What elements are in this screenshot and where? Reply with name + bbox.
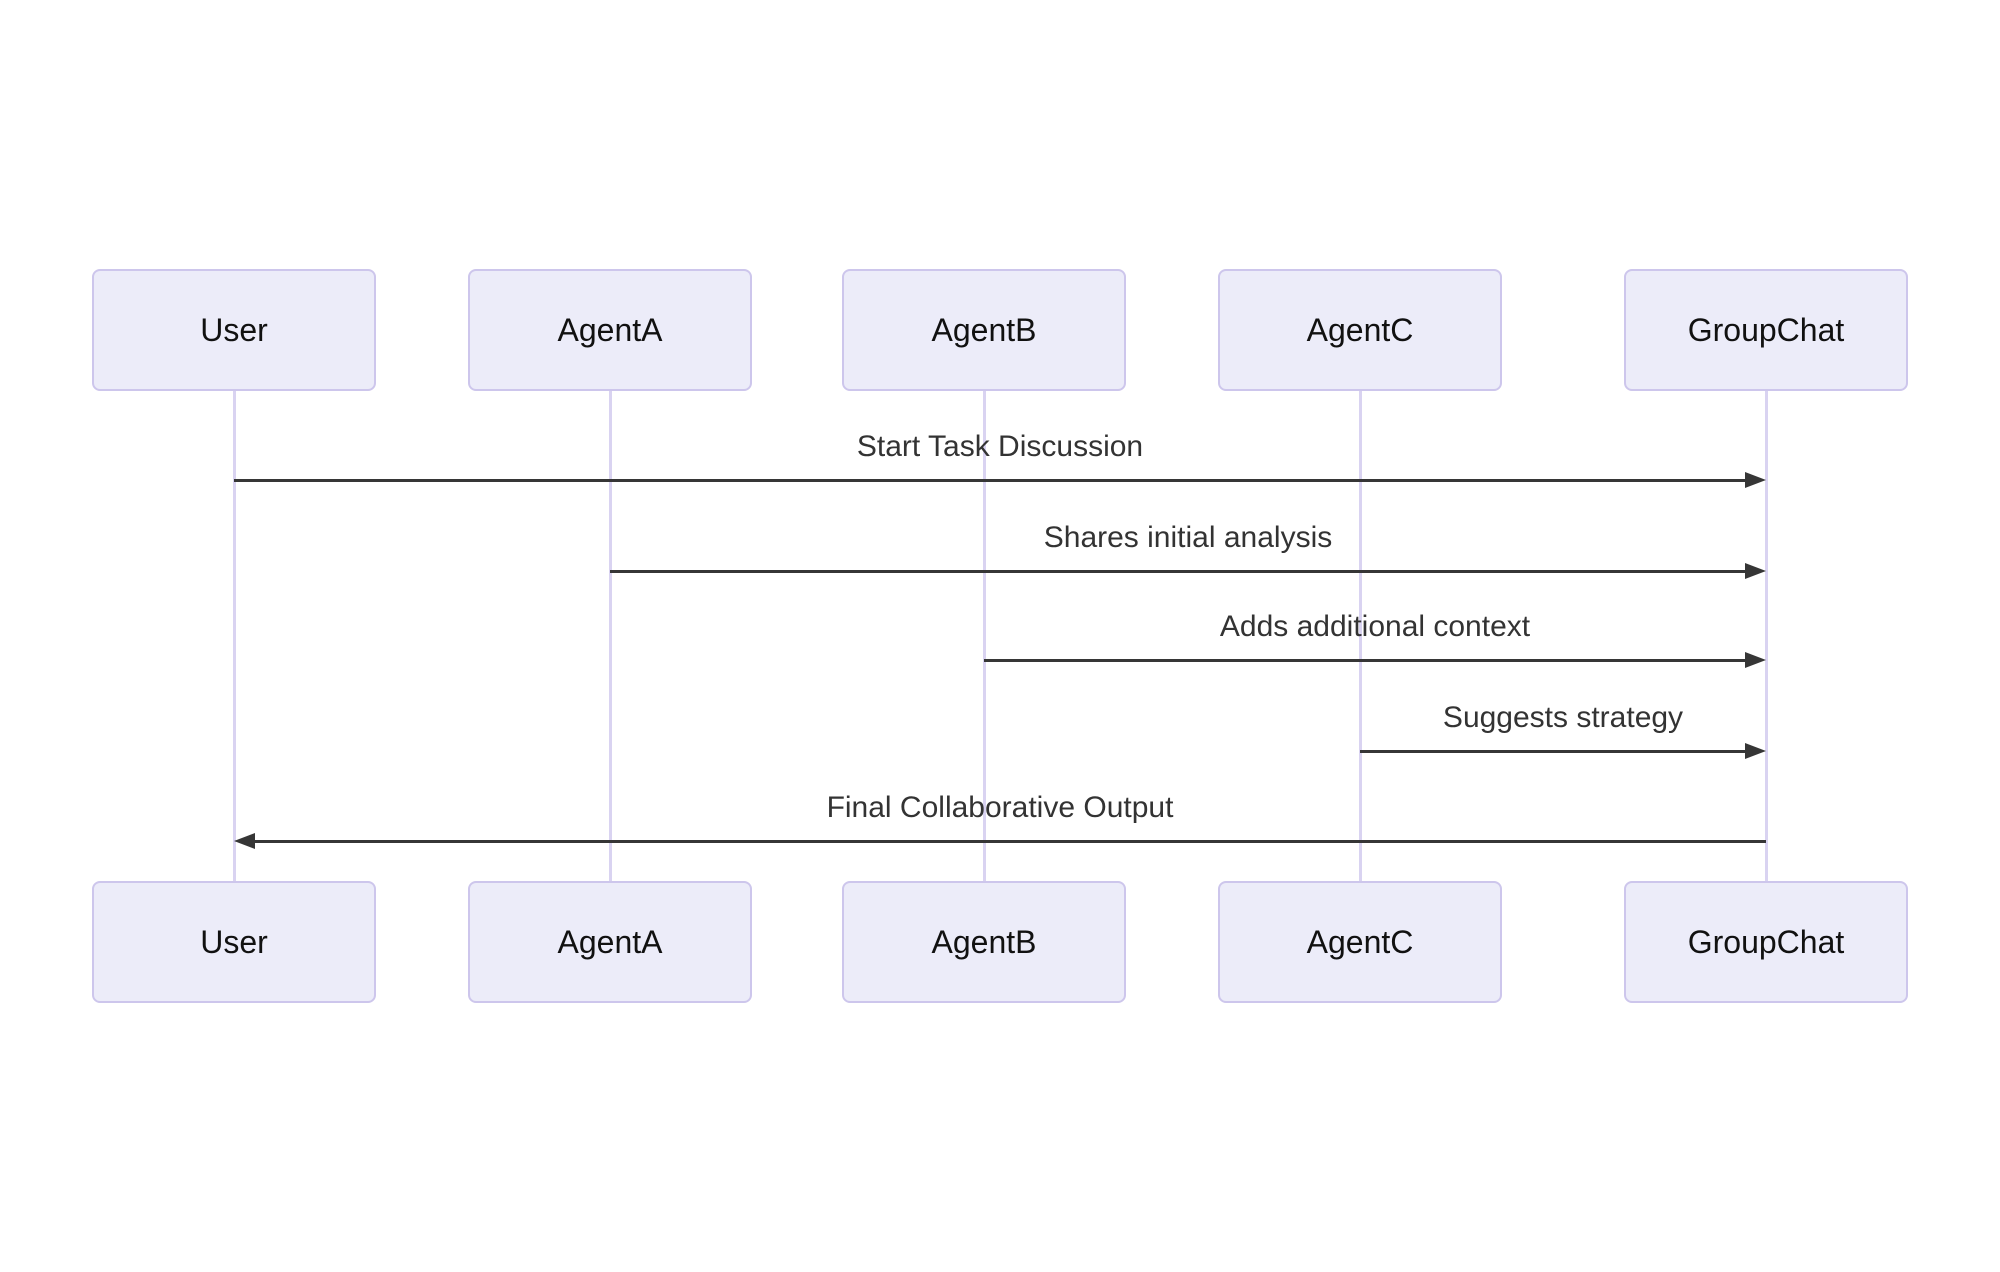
- lifeline-agenta: [608, 391, 612, 881]
- actor-bottom-agentb: AgentB: [842, 881, 1126, 1003]
- actor-top-groupchat: GroupChat: [1624, 269, 1908, 391]
- message-arrowhead-2: [1745, 652, 1766, 668]
- message-label-0: Start Task Discussion: [856, 430, 1144, 463]
- actor-top-user: User: [92, 269, 376, 391]
- actor-label-agenta: AgentA: [557, 311, 663, 348]
- message-line-4: [252, 839, 1766, 843]
- actor-top-agentc: AgentC: [1218, 269, 1502, 391]
- actor-label-agentb: AgentB: [931, 923, 1037, 960]
- lifeline-agentb: [982, 391, 986, 881]
- message-line-3: [1360, 749, 1748, 753]
- actor-top-agentb: AgentB: [842, 269, 1126, 391]
- message-line-0: [234, 478, 1748, 482]
- lifeline-agentc: [1358, 391, 1362, 881]
- actor-label-agenta: AgentA: [557, 923, 663, 960]
- lifeline-user: [232, 391, 236, 881]
- lifeline-groupchat: [1764, 391, 1768, 881]
- actor-label-groupchat: GroupChat: [1687, 923, 1845, 960]
- message-arrowhead-0: [1745, 472, 1766, 488]
- message-label-2: Adds additional context: [1219, 610, 1531, 643]
- actor-label-agentb: AgentB: [931, 311, 1037, 348]
- actor-label-agentc: AgentC: [1306, 923, 1414, 960]
- actor-label-agentc: AgentC: [1306, 311, 1414, 348]
- message-line-2: [984, 658, 1748, 662]
- message-line-1: [610, 569, 1748, 573]
- message-arrowhead-3: [1745, 743, 1766, 759]
- message-arrowhead-4: [234, 833, 255, 849]
- actor-label-user: User: [200, 923, 268, 960]
- message-label-1: Shares initial analysis: [1043, 521, 1333, 554]
- actor-top-agenta: AgentA: [468, 269, 752, 391]
- actor-bottom-user: User: [92, 881, 376, 1003]
- actor-label-groupchat: GroupChat: [1687, 311, 1845, 348]
- message-arrowhead-1: [1745, 563, 1766, 579]
- actor-label-user: User: [200, 311, 268, 348]
- message-label-3: Suggests strategy: [1442, 701, 1684, 734]
- actor-bottom-agentc: AgentC: [1218, 881, 1502, 1003]
- actor-bottom-groupchat: GroupChat: [1624, 881, 1908, 1003]
- actor-bottom-agenta: AgentA: [468, 881, 752, 1003]
- message-label-4: Final Collaborative Output: [826, 791, 1174, 824]
